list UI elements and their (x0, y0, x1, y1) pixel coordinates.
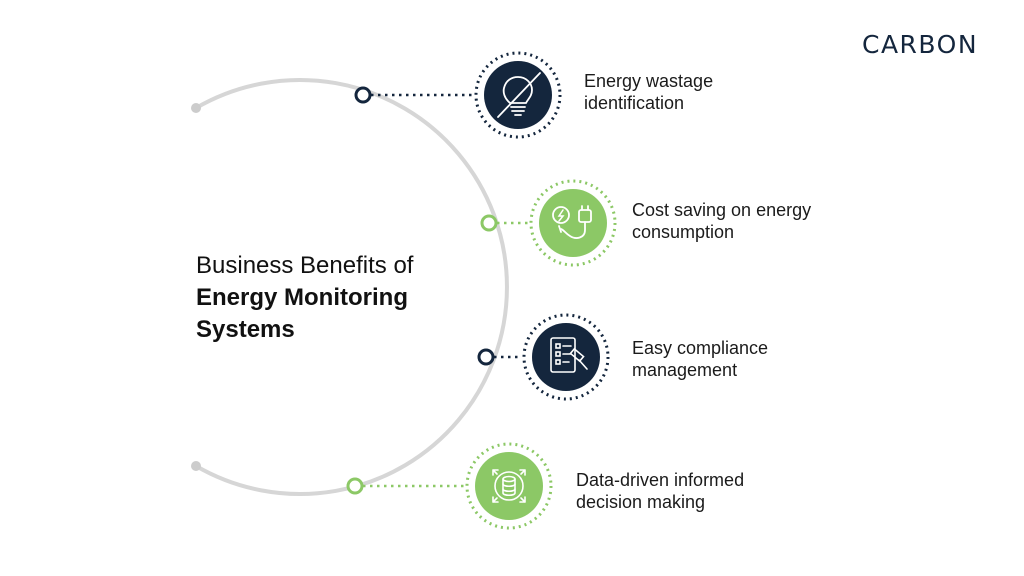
badge-data-driven (465, 442, 553, 530)
database-arrows-icon (492, 469, 526, 503)
badge-cost-saving (529, 179, 617, 267)
benefit-1-line-2: identification (584, 93, 685, 113)
node-4 (346, 477, 364, 495)
title-line-2: Energy Monitoring (196, 284, 408, 311)
diagram-title: Business Benefits of Energy Monitoring S… (196, 250, 413, 346)
benefit-label-1: Energy wastage identification (584, 70, 824, 114)
benefit-label-3: Easy compliance management (632, 337, 872, 381)
benefit-4-line-1: Data-driven informed (576, 470, 745, 490)
benefit-3-line-1: Easy compliance (632, 338, 769, 358)
arc-end-dot-top (191, 103, 201, 113)
node-1 (354, 86, 372, 104)
benefit-label-4: Data-driven informed decision making (576, 469, 816, 513)
badge-compliance (522, 313, 610, 401)
benefit-1-line-1: Energy wastage (584, 71, 714, 91)
arc-end-dot-bottom (191, 461, 201, 471)
benefit-label-2: Cost saving on energy consumption (632, 199, 872, 243)
plug-icon (552, 205, 592, 239)
benefit-3-line-2: management (632, 360, 738, 380)
benefit-2-line-1: Cost saving on energy (632, 200, 812, 220)
main-arc (194, 78, 509, 496)
checklist-gavel-icon (550, 337, 588, 373)
node-2 (480, 214, 498, 232)
node-3 (477, 348, 495, 366)
carbon-logo: CARBON (862, 30, 979, 59)
title-line-1: Business Benefits of (196, 252, 414, 279)
lightbulb-off-icon (497, 72, 541, 118)
benefit-2-line-2: consumption (632, 222, 735, 242)
badge-energy-wastage (474, 51, 562, 139)
title-line-3: Systems (196, 316, 295, 343)
benefit-4-line-2: decision making (576, 492, 706, 512)
